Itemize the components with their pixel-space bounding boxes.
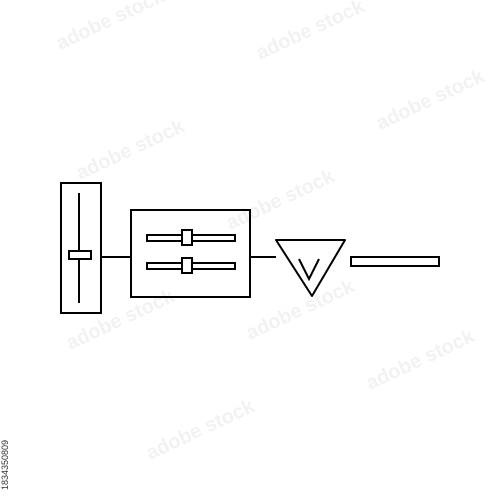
equalizer-knob-bottom bbox=[181, 257, 193, 274]
watermark-text: adobe stock bbox=[373, 65, 489, 135]
watermark-layer: adobe stock adobe stock adobe stock adob… bbox=[53, 0, 489, 465]
watermark-text: adobe stock bbox=[253, 0, 369, 65]
output-bar-icon bbox=[350, 256, 440, 267]
vertical-slider-icon bbox=[60, 182, 102, 314]
watermark-text: adobe stock bbox=[223, 165, 339, 235]
diagram-strokes bbox=[60, 182, 440, 314]
equalizer-knob-top bbox=[181, 229, 193, 246]
funnel-v-icon bbox=[275, 239, 346, 297]
watermark-text: adobe stock bbox=[363, 325, 479, 395]
watermark-text: adobe stock bbox=[143, 395, 259, 465]
watermark-text: adobe stock bbox=[243, 275, 359, 345]
watermark-text: adobe stock bbox=[53, 0, 169, 55]
watermark-text: adobe stock bbox=[63, 285, 179, 355]
stock-id-label: 1834350809 bbox=[0, 439, 10, 490]
vertical-slider-knob bbox=[68, 250, 92, 260]
watermark-text: adobe stock bbox=[73, 115, 189, 185]
equalizer-sliders-icon bbox=[130, 209, 251, 298]
v-mark bbox=[298, 258, 320, 282]
